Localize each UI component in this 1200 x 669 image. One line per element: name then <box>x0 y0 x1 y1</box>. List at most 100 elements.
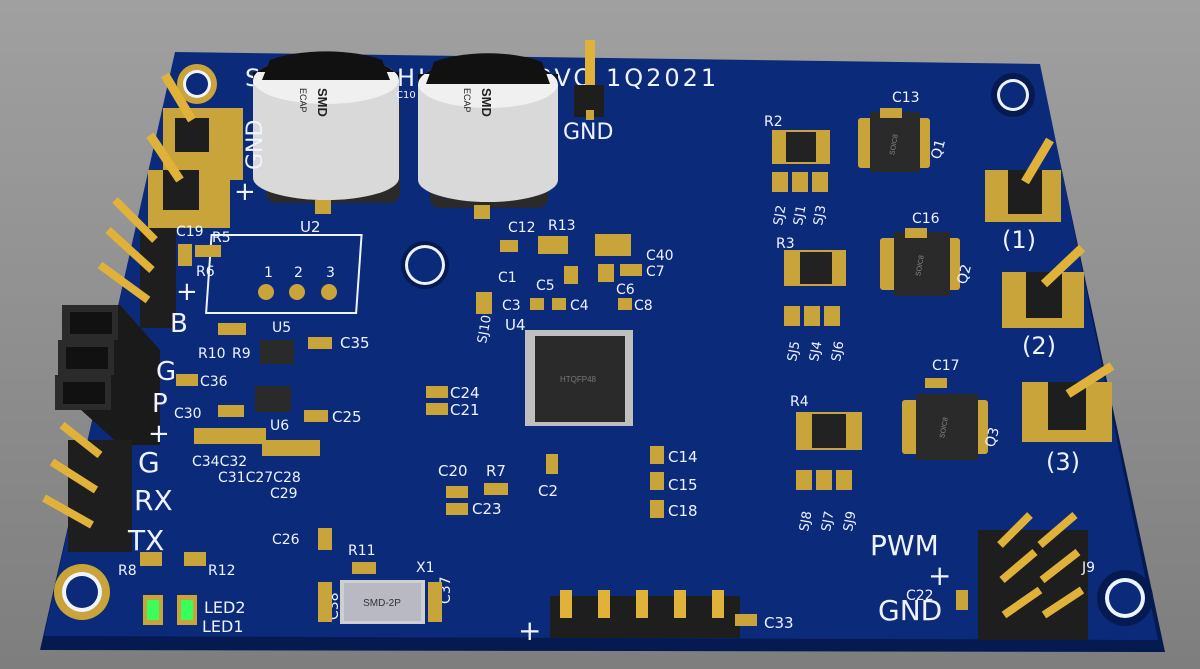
c10-label: C10 <box>396 90 416 101</box>
left-power-plus-label: + <box>234 177 256 207</box>
c24-label: C24 <box>450 384 480 402</box>
r3-shunt <box>784 250 846 286</box>
c22-label: C22 <box>906 588 934 604</box>
u2-outline <box>205 234 363 314</box>
r2-label: R2 <box>764 114 783 130</box>
mounting-hole-center <box>401 241 449 289</box>
sj5-label: SJ5 <box>785 340 803 363</box>
q1-soic: SOIC8 <box>858 112 930 172</box>
c30-label: C30 <box>174 406 202 422</box>
ecap-1-sub: ECAP <box>298 88 308 113</box>
c23-label: C23 <box>472 500 502 518</box>
led2 <box>143 595 163 625</box>
u4-qfp-chip: HTQFP48 <box>525 330 633 426</box>
u5-chip <box>260 340 294 364</box>
left-gp-connector <box>55 305 160 445</box>
bottom-plus-label: + <box>518 614 541 647</box>
q3-label: Q3 <box>982 426 1003 449</box>
c14-label: C14 <box>668 448 698 466</box>
electrolytic-capacitor-2: SMD ECAP <box>418 53 558 219</box>
led2-label: LED2 <box>204 598 246 617</box>
c36-label: C36 <box>200 374 228 390</box>
c17-label: C17 <box>932 358 960 374</box>
pwm-connector <box>978 511 1088 640</box>
j9-label: J9 <box>1081 560 1095 576</box>
q2-label: Q2 <box>954 263 975 286</box>
top-gnd-label: GND <box>563 120 613 145</box>
r6-label: R6 <box>196 264 215 280</box>
r13-label: R13 <box>548 218 576 234</box>
small-smd-parts <box>140 108 968 626</box>
mounting-hole-br <box>1097 570 1153 626</box>
r3-label: R3 <box>776 236 795 252</box>
c12-label: C12 <box>508 220 536 236</box>
u2-pad-3 <box>321 284 337 300</box>
sj10-label: SJ10 <box>475 314 495 345</box>
sj9-label: SJ9 <box>841 510 859 533</box>
led1-label: LED1 <box>202 617 244 636</box>
r10-label: R10 <box>198 346 226 362</box>
pwm-label: PWM <box>870 529 939 562</box>
left-power-gnd-label: GND <box>243 120 268 170</box>
c33-label: C33 <box>764 614 794 632</box>
q3-soic: SOIC8 <box>902 394 988 460</box>
left-uart-connector <box>42 421 132 552</box>
u6-chip <box>255 386 291 412</box>
u2-pad-2 <box>289 284 305 300</box>
output-2-label: (2) <box>1022 332 1056 360</box>
c25-label: C25 <box>332 408 362 426</box>
solder-jumpers <box>476 172 852 490</box>
c7-label: C7 <box>646 264 665 280</box>
sj2-label: SJ2 <box>771 204 789 227</box>
u6-label: U6 <box>270 418 289 434</box>
r7-label: R7 <box>486 462 506 480</box>
ecap-1-text: SMD <box>315 88 330 117</box>
r12-label: R12 <box>208 563 236 579</box>
sj6-label: SJ6 <box>829 340 847 363</box>
c16-label: C16 <box>912 211 940 227</box>
mounting-hole-tr <box>991 73 1035 117</box>
r11-label: R11 <box>348 543 376 559</box>
mounting-hole-tl <box>177 64 217 104</box>
c21-label: C21 <box>450 401 480 419</box>
left-b-plus-label: + <box>176 277 198 307</box>
left-uart-g-label: G <box>138 446 160 479</box>
left-uart-rx-label: RX <box>134 484 173 517</box>
u2-pin-1: 1 <box>264 265 273 281</box>
sj4-label: SJ4 <box>807 340 825 363</box>
c2-label: C2 <box>538 482 558 500</box>
crystal-x1: SMD-2P <box>340 580 425 624</box>
left-g-label: G <box>156 357 176 387</box>
output-1-label: (1) <box>1002 226 1036 254</box>
r4-shunt <box>796 412 862 450</box>
sj3-label: SJ3 <box>811 204 829 227</box>
left-b-connector <box>97 197 176 328</box>
u2-pad-1 <box>258 284 274 300</box>
output-connector-1 <box>985 137 1061 222</box>
left-gp-plus-label: + <box>148 419 170 449</box>
c40-label: C40 <box>646 248 674 264</box>
c35-label: C35 <box>340 334 370 352</box>
u2-pin-2: 2 <box>294 265 303 281</box>
r9-label: R9 <box>232 346 251 362</box>
u2-pin-3: 3 <box>326 265 335 281</box>
left-uart-tx-label: TX <box>127 524 164 557</box>
crystal-marking: SMD-2P <box>363 598 401 609</box>
u5-label: U5 <box>272 320 291 336</box>
ecap-2-text: SMD <box>479 88 494 117</box>
c20-label: C20 <box>438 462 468 480</box>
u2-label: U2 <box>300 218 321 236</box>
c34-c32-label: C34C32 <box>192 454 247 470</box>
bottom-pin-header <box>550 590 740 638</box>
sj8-label: SJ8 <box>797 510 815 533</box>
output-3-label: (3) <box>1046 448 1080 476</box>
u4-marking: HTQFP48 <box>560 375 597 384</box>
c18-label: C18 <box>668 502 698 520</box>
q1-marking: SOIC8 <box>889 134 900 156</box>
q2-soic: SOIC8 <box>880 232 960 296</box>
c5-label: C5 <box>536 278 555 294</box>
c31-c27-c28-label: C31C27C28 <box>218 470 301 486</box>
q3-marking: SOIC8 <box>939 417 950 439</box>
